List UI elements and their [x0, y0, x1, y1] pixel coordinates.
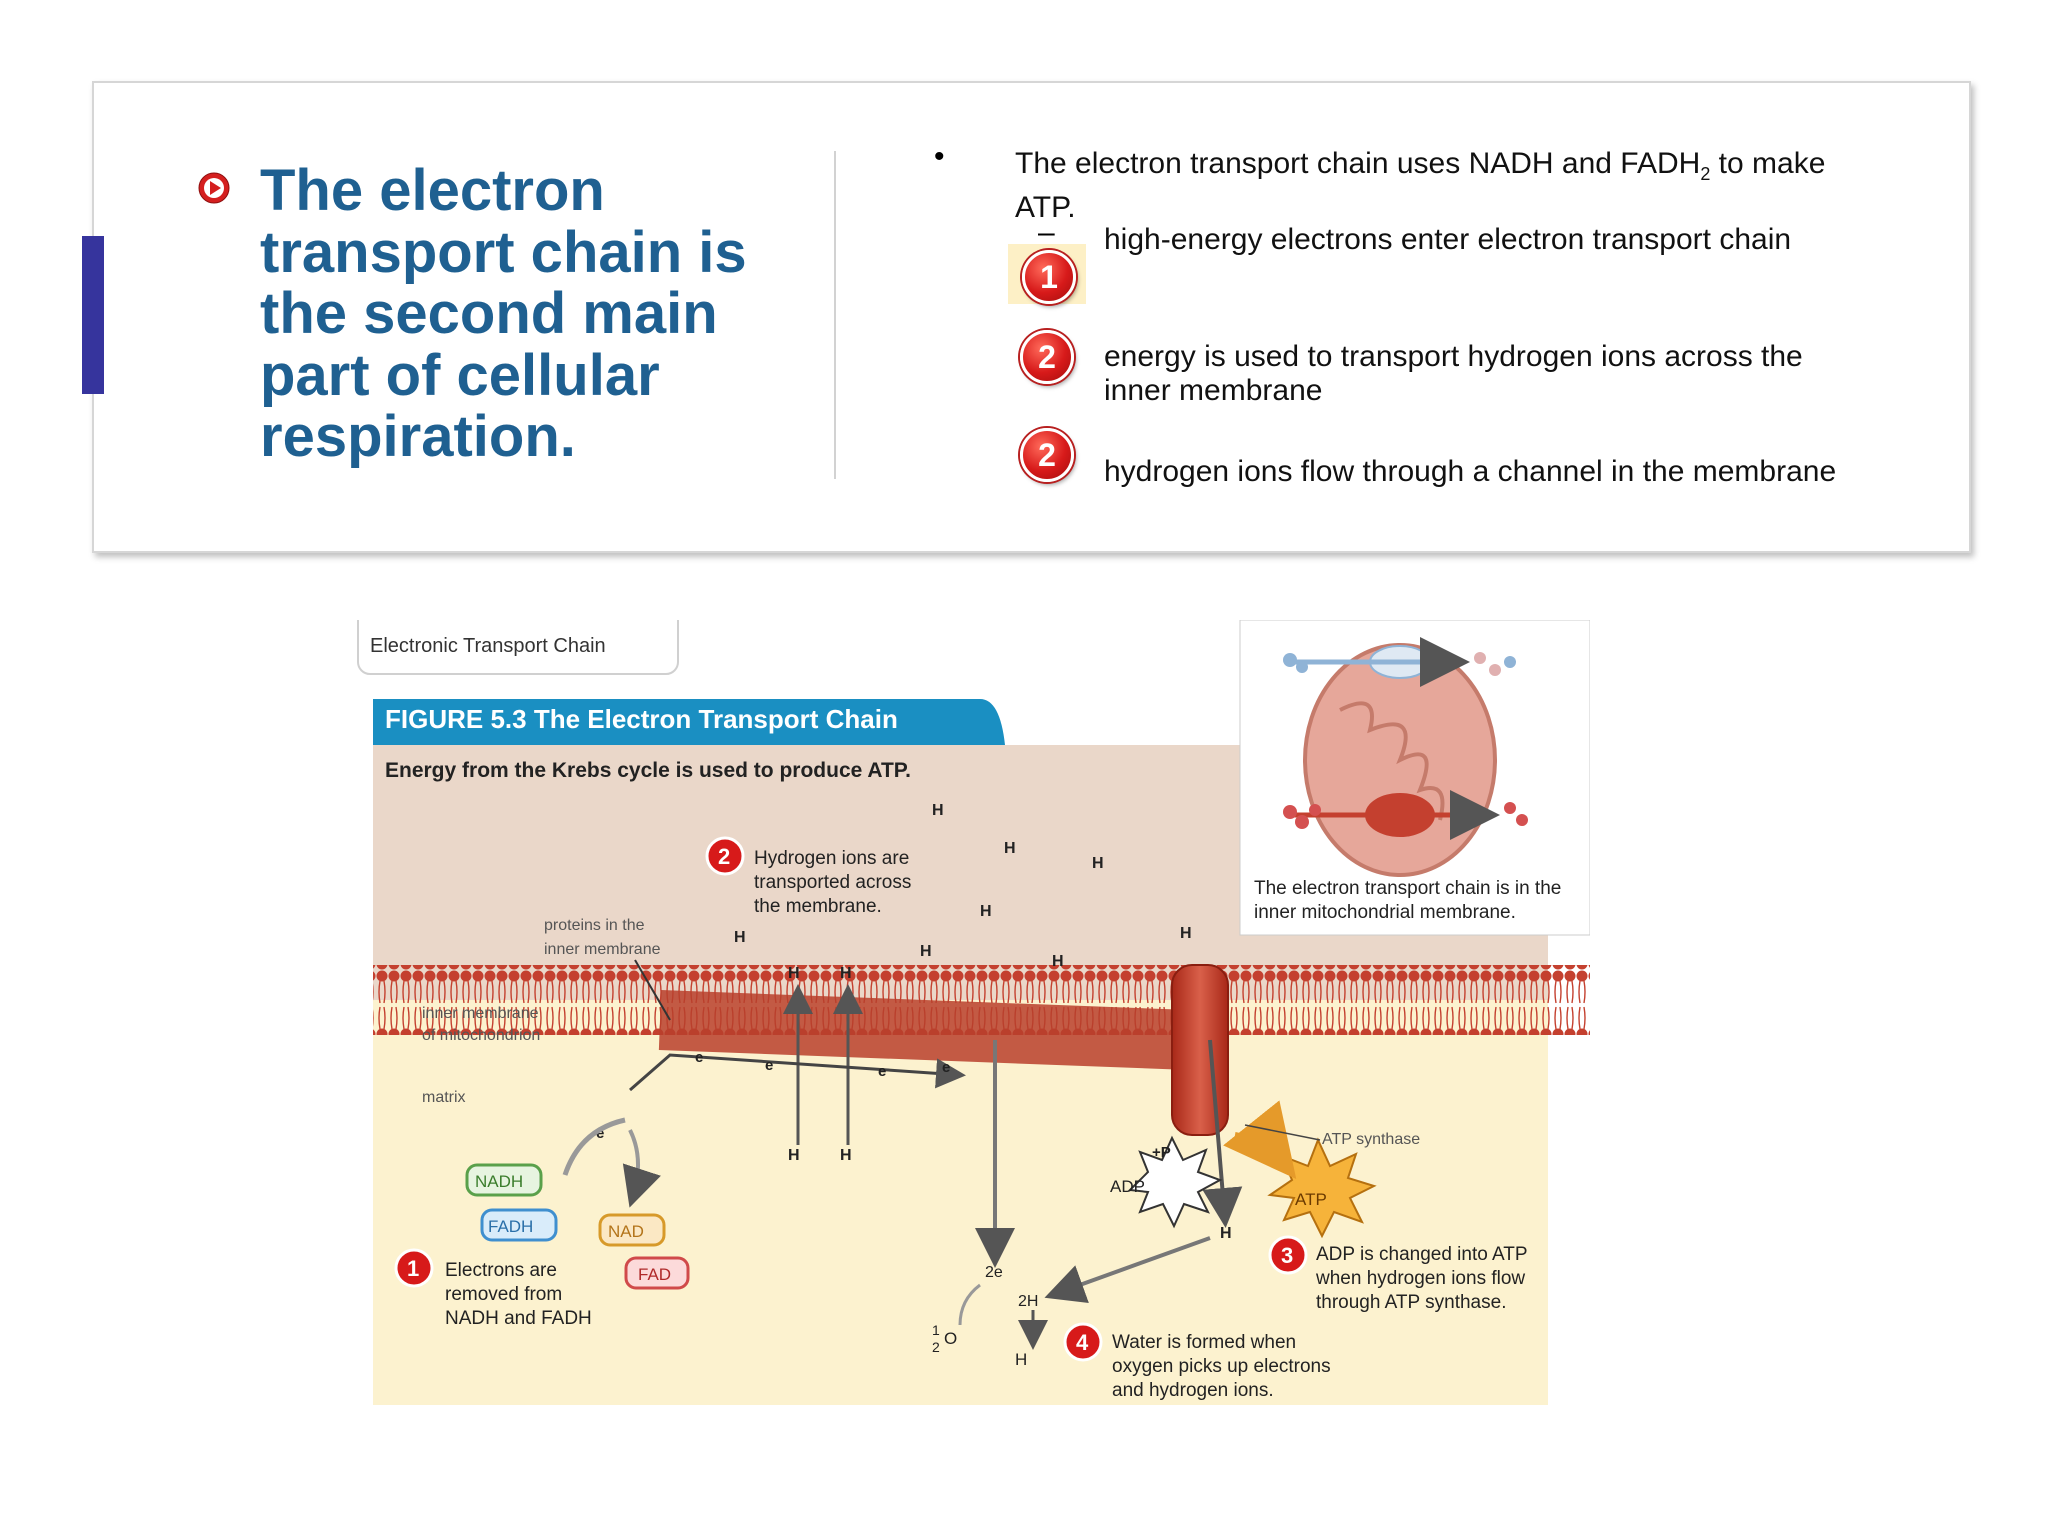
etc-figure: Electronic Transport Chain FIGURE 5.3 Th…	[340, 620, 1590, 1405]
transport-protein-complex	[658, 990, 1192, 1070]
sub-bullet-dash: –	[1038, 216, 1055, 249]
figure-step-badge-3	[1268, 1235, 1308, 1275]
step-text-1: high-energy electrons enter electron tra…	[1104, 223, 1792, 256]
heading-line: transport chain is	[260, 219, 747, 285]
step1-caption: Electrons are	[445, 1260, 557, 1281]
bullet-text-part: ATP.	[1015, 191, 1076, 224]
step-text-2: energy is used to transport hydrogen ion…	[1104, 340, 1904, 408]
slide-heading: The electron transport chain is the seco…	[260, 160, 820, 468]
figure-subtitle: Energy from the Krebs cycle is used to p…	[385, 759, 911, 782]
step-text-3: hydrogen ions flow through a channel in …	[1104, 455, 1837, 488]
figure-step-badge-4	[1063, 1322, 1103, 1362]
h-ion-label: H	[788, 1147, 800, 1164]
play-bullet-icon	[198, 172, 230, 204]
figure-step-number: 1	[407, 1256, 419, 1281]
h-ion-label: H	[1220, 1225, 1232, 1242]
fadh2-molecule	[480, 1208, 558, 1242]
figure-step-number: 3	[1281, 1243, 1293, 1268]
nadh-molecule	[465, 1163, 543, 1197]
step-badge-2: 2	[1020, 330, 1074, 384]
figure-step-badge-2	[705, 836, 745, 876]
step3-caption: when hydrogen ions flow	[1315, 1268, 1525, 1289]
inset-caption-line: inner mitochondrial membrane.	[1254, 902, 1516, 923]
o2-label: O	[944, 1329, 957, 1348]
h-ion-label: H	[840, 965, 852, 982]
atp-label: ATP	[1295, 1190, 1327, 1209]
column-divider	[834, 151, 836, 479]
figure-step-number: 2	[718, 844, 730, 869]
label-proteins: inner membrane	[544, 941, 661, 958]
half-label: 1	[932, 1322, 940, 1338]
etc-diagram: Electronic Transport Chain FIGURE 5.3 Th…	[357, 620, 1590, 1405]
nadh-label: NADH	[475, 1172, 523, 1191]
h-ion-label: H	[734, 929, 746, 946]
bullet-main-text: The electron transport chain uses NADH a…	[1015, 147, 1915, 225]
figure-tab-label: Electronic Transport Chain	[370, 635, 606, 657]
figure-step-badge-1	[394, 1248, 434, 1288]
h-ion-label: H	[1004, 840, 1016, 857]
step4-caption: oxygen picks up electrons	[1112, 1356, 1331, 1377]
electron-label: e	[765, 1057, 773, 1074]
nad-label: NAD	[608, 1222, 644, 1241]
h-ion-label: H	[788, 965, 800, 982]
electron-label: e	[942, 1059, 950, 1076]
label-inner-membrane: inner membrane	[422, 1005, 539, 1022]
label-matrix: matrix	[422, 1089, 466, 1106]
h2o-label: H	[1015, 1350, 1027, 1369]
electron-path	[629, 1053, 966, 1092]
figure-title-bar	[373, 699, 1005, 745]
adp-burst-icon	[1127, 1135, 1223, 1229]
heading-line: The electron	[260, 158, 605, 223]
h-ion-label: H	[1180, 925, 1192, 942]
figure-tab	[357, 620, 679, 675]
step-badge-3: 2	[1020, 428, 1074, 482]
h-ion-label: H	[840, 1147, 852, 1164]
heading-line: respiration.	[260, 404, 576, 469]
figure-step-number: 4	[1076, 1330, 1089, 1355]
two-h-label: 2H	[1018, 1293, 1038, 1310]
step2-caption: the membrane.	[754, 896, 882, 917]
label-inner-membrane: of mitochondrion	[422, 1027, 540, 1044]
two-e-label: 2e	[985, 1264, 1003, 1281]
h-ion-label: H	[980, 903, 992, 920]
bullet-dot-icon: •	[934, 140, 945, 173]
step1-caption: removed from	[445, 1284, 562, 1305]
fadh2-label: FADH	[488, 1217, 533, 1236]
h-ion-label: H	[1092, 855, 1104, 872]
adp-label: ADP	[1110, 1177, 1145, 1196]
figure-title: FIGURE 5.3 The Electron Transport Chain	[385, 704, 898, 734]
h-ion-label: H	[1052, 953, 1064, 970]
step2-caption: Hydrogen ions are	[754, 848, 909, 869]
plus-p-label: +P	[1152, 1144, 1171, 1161]
inset-caption-line: The electron transport chain is in the	[1254, 878, 1561, 899]
heading-line: part of cellular	[260, 342, 660, 408]
label-proteins: proteins in the	[544, 917, 645, 934]
electron-label: e	[695, 1049, 703, 1066]
step-badge-1: 1	[1022, 250, 1076, 304]
atp-synthase-channel	[1171, 964, 1229, 1136]
heading-line: the second main	[260, 281, 718, 346]
step1-caption: NADH and FADH	[445, 1308, 592, 1329]
electron-label: e	[878, 1063, 886, 1080]
electron-label: e	[596, 1125, 604, 1142]
bullet-text-part: to make	[1710, 147, 1826, 180]
label-atp-synthase: ATP synthase	[1322, 1131, 1420, 1148]
step4-caption: Water is formed when	[1112, 1332, 1296, 1353]
accent-bar	[82, 236, 104, 394]
step4-caption: and hydrogen ions.	[1112, 1380, 1274, 1401]
step2-caption: transported across	[754, 872, 911, 893]
h-ion-label: H	[920, 943, 932, 960]
half-label: 2	[932, 1339, 940, 1355]
mitochondrion-icon	[1283, 637, 1528, 877]
bullet-text-part: The electron transport chain uses NADH a…	[1015, 147, 1701, 180]
bullet-subscript: 2	[1700, 164, 1711, 184]
fad-molecule	[624, 1256, 690, 1290]
h-ion-label: H	[932, 802, 944, 819]
step-text-line: energy is used to transport hydrogen ion…	[1104, 340, 1803, 373]
step3-caption: ADP is changed into ATP	[1316, 1244, 1528, 1265]
step3-caption: through ATP synthase.	[1316, 1292, 1506, 1313]
fad-label: FAD	[638, 1265, 671, 1284]
step-text-line: inner membrane	[1104, 374, 1323, 407]
nad-molecule	[598, 1213, 666, 1247]
